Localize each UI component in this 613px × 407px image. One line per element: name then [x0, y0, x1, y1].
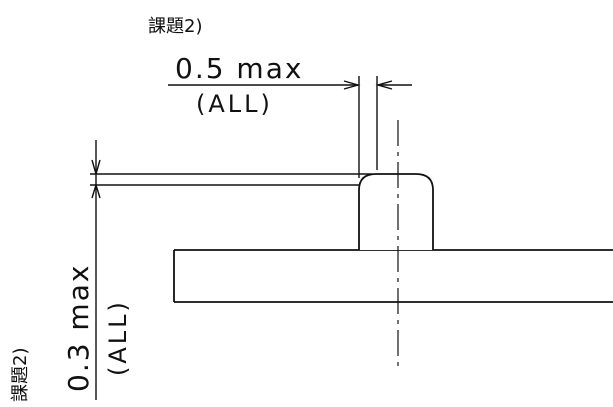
side-note-label: 課題2) [10, 348, 31, 402]
dim-horizontal-value: 0.5 max [175, 52, 303, 85]
horizontal-dimension-lines [168, 76, 412, 178]
dim-horizontal-scope: (ALL) [196, 90, 273, 118]
top-note-label: 課題2) [148, 16, 202, 37]
vertical-dimension-lines [90, 140, 372, 400]
dim-horizontal-arrow-right [375, 80, 393, 90]
bump-feature [358, 173, 434, 250]
base-plate [173, 249, 613, 303]
dim-horizontal-arrow-left [343, 80, 361, 90]
dim-vertical-scope: (ALL) [104, 299, 132, 376]
dim-vertical-value: 0.3 max [62, 264, 95, 392]
